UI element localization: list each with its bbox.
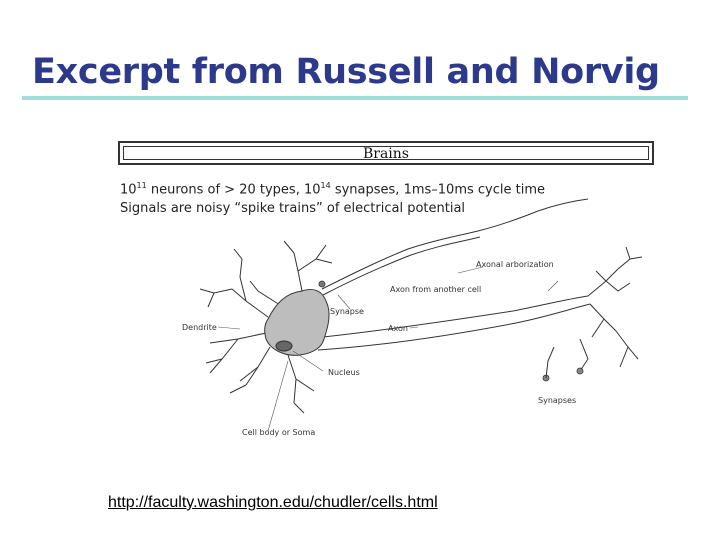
nucleus-shape (276, 341, 292, 351)
synapse-terminal-2 (577, 368, 583, 374)
cell-body-shape (265, 289, 329, 355)
label-nucleus: Nucleus (328, 368, 360, 377)
slide-title: Excerpt from Russell and Norvig (32, 52, 660, 92)
neuron-figure: Brains 1011 neurons of > 20 types, 1014 … (118, 141, 658, 441)
neuron-diagram: Axonal arborization Axon from another ce… (118, 141, 658, 441)
source-url-link[interactable]: http://faculty.washington.edu/chudler/ce… (108, 494, 438, 512)
label-axon-from-another-cell: Axon from another cell (390, 285, 481, 294)
synapse-branch (546, 347, 554, 378)
synapse-dot (319, 281, 325, 287)
label-axon: Axon (388, 324, 408, 333)
title-underline (22, 96, 688, 100)
label-axonal-arborization: Axonal arborization (476, 260, 554, 269)
neuron-strokes (200, 199, 642, 413)
label-dendrite: Dendrite (182, 323, 217, 332)
label-synapse: Synapse (330, 307, 364, 316)
label-cell-body: Cell body or Soma (242, 428, 315, 437)
label-synapses: Synapses (538, 396, 576, 405)
